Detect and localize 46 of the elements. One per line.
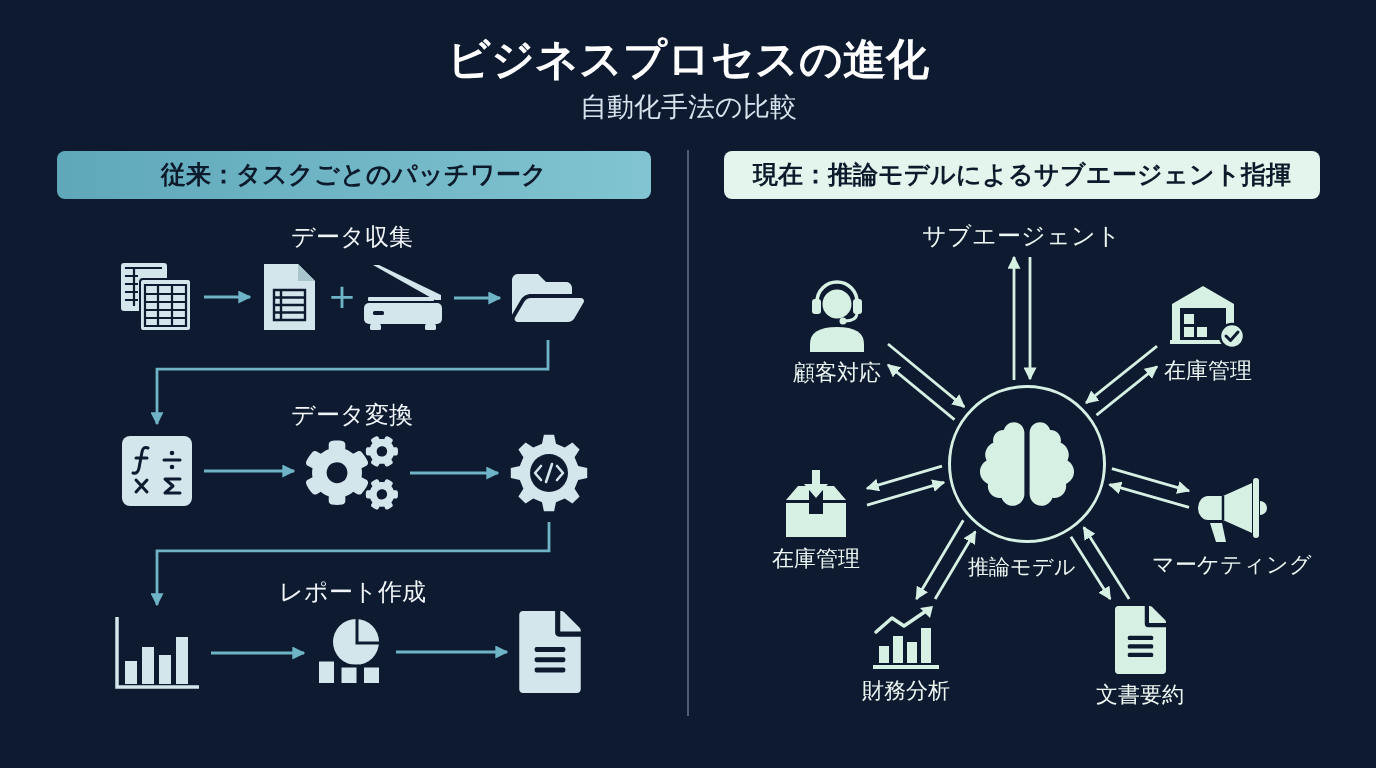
- arrow: [204, 290, 252, 304]
- arrow: [150, 522, 551, 607]
- node-label: 在庫管理: [772, 546, 860, 572]
- row-label: データ収集: [291, 222, 413, 252]
- bar-chart-icon: [115, 617, 199, 689]
- arrow: [1111, 467, 1191, 494]
- arrow: [396, 645, 509, 659]
- node-label: 推論モデル: [968, 555, 1076, 580]
- arrow: [887, 363, 956, 421]
- arrow: [915, 519, 965, 601]
- formula-icon: [122, 436, 192, 506]
- arrow: [211, 646, 306, 660]
- arrow: [1108, 481, 1190, 509]
- arrow: [887, 342, 966, 408]
- row-label: レポート作成: [278, 577, 426, 607]
- arrow: [1023, 257, 1037, 381]
- scanner-icon: [364, 265, 442, 331]
- node-label: 顧客対応: [793, 360, 881, 386]
- arrow: [1069, 536, 1112, 601]
- node-label: 財務分析: [862, 678, 950, 704]
- row-label: データ変換: [291, 400, 413, 430]
- node-label: マーケティング: [1152, 552, 1312, 578]
- arrow: [410, 466, 500, 480]
- arrow: [150, 340, 550, 426]
- document-icon: [519, 611, 581, 693]
- arrow: [865, 464, 943, 492]
- node-label: 在庫管理: [1164, 358, 1252, 384]
- arrow: [204, 464, 296, 478]
- section-header: 従来：タスクごとのパッチワーク: [57, 151, 651, 199]
- plus-sign: +: [327, 277, 357, 315]
- arrow: [933, 530, 977, 600]
- arrow: [1007, 255, 1021, 380]
- node-label: サブエージェント: [921, 222, 1121, 250]
- arrow: [1095, 365, 1158, 417]
- code-gear-icon: [510, 434, 588, 512]
- arrow: [866, 479, 946, 507]
- arrow: [1082, 526, 1131, 600]
- title: ビジネスプロセスの進化: [447, 34, 929, 84]
- spreadsheet-icon: [120, 262, 192, 332]
- table-document-icon: [262, 263, 316, 331]
- arrow: [454, 291, 502, 305]
- node-label: 文書要約: [1096, 682, 1184, 708]
- gears-icon: [306, 436, 398, 510]
- subtitle: 自動化手法の比較: [579, 90, 797, 124]
- arrow: [1085, 345, 1158, 404]
- section-header: 現在：推論モデルによるサブエージェント指揮: [724, 151, 1320, 199]
